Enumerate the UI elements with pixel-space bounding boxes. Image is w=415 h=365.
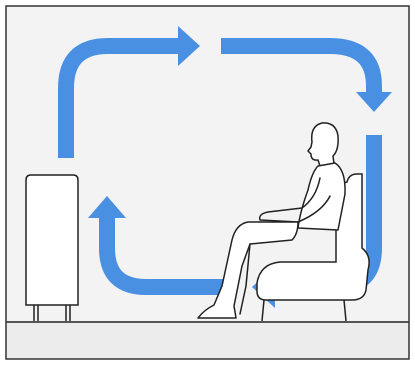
air-purifier-icon (25, 174, 79, 321)
floor (6, 322, 409, 359)
arrow-left-up-icon (88, 196, 226, 295)
arrow-right-down-icon (221, 38, 392, 112)
person-icon (197, 122, 346, 319)
frame-border (5, 5, 410, 360)
arrow-up-right-icon (58, 26, 200, 158)
